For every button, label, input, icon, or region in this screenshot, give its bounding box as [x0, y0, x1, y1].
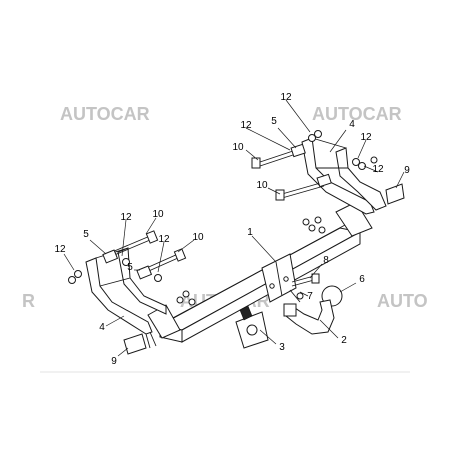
- mounting-nuts: [176, 216, 326, 306]
- watermark-right-edge: AUTO: [377, 291, 428, 311]
- callout-9-left: 9: [111, 356, 117, 367]
- callout-12-left-upper: 12: [120, 212, 132, 223]
- callout-12-right-lower: 12: [372, 164, 384, 175]
- callouts: 1 2 3 4 4 5 5 5 6 7 8 9 9 10 10 10 10 12…: [54, 92, 410, 367]
- clamp-brackets: [123, 183, 405, 355]
- callout-5-right: 5: [271, 116, 277, 127]
- watermark-left-edge: R: [22, 291, 35, 311]
- callout-2: 2: [341, 335, 347, 346]
- right-bolts: [251, 130, 378, 201]
- left-bolts: [68, 230, 187, 284]
- callout-10-left-upper: 10: [152, 209, 164, 220]
- callout-12-right-side: 12: [360, 132, 372, 143]
- callout-12-right-top: 12: [280, 92, 292, 103]
- callout-10-left-lower: 10: [192, 232, 204, 243]
- callout-12-left-lower: 12: [158, 234, 170, 245]
- watermark-left-top: AUTOCAR: [60, 104, 150, 124]
- main-crossbar: [147, 201, 373, 343]
- callout-12-left-outer: 12: [54, 244, 66, 255]
- callout-10-right-lower: 10: [256, 180, 268, 191]
- left-side-bracket: [85, 247, 167, 349]
- callout-7: 7: [307, 291, 313, 302]
- callout-1: 1: [247, 227, 253, 238]
- callout-6: 6: [359, 274, 365, 285]
- socket-plate: [235, 305, 269, 349]
- callout-5-left-upper: 5: [83, 229, 89, 240]
- callout-10-right-upper: 10: [232, 142, 244, 153]
- tow-bolt: [291, 273, 320, 300]
- callout-5-left-lower: 5: [127, 262, 133, 273]
- leader-lines: [63, 99, 405, 357]
- callout-4-right: 4: [349, 119, 355, 130]
- callout-3: 3: [279, 342, 285, 353]
- tow-ball-assembly: [283, 285, 343, 335]
- callout-8: 8: [323, 255, 329, 266]
- watermark-right-top: AUTOCAR: [312, 104, 402, 124]
- callout-12-right-upper: 12: [240, 120, 252, 131]
- callout-4-left: 4: [99, 322, 105, 333]
- right-side-bracket: [301, 137, 387, 215]
- callout-9-right: 9: [404, 165, 410, 176]
